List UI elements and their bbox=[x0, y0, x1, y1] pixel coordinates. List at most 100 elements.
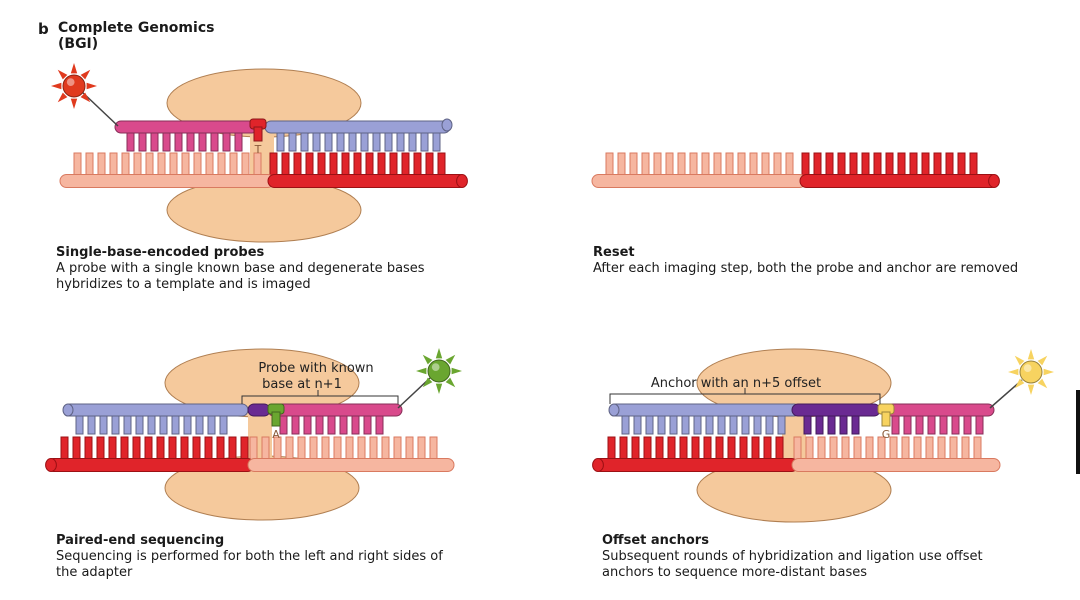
fluor-ray bbox=[422, 377, 433, 388]
template-base bbox=[813, 152, 822, 178]
bracket-label: Anchor with an n+5 offset bbox=[651, 376, 821, 391]
template-base bbox=[425, 152, 434, 178]
fluorophore-red bbox=[51, 63, 97, 109]
template-base bbox=[132, 436, 141, 462]
template-base bbox=[401, 152, 410, 178]
template-base bbox=[773, 152, 782, 178]
strand-end-cap bbox=[62, 403, 74, 417]
template-base bbox=[913, 436, 922, 462]
template-base bbox=[617, 152, 626, 178]
fluorophore-sphere bbox=[1019, 360, 1043, 384]
template-base bbox=[655, 436, 664, 462]
template-base bbox=[793, 436, 802, 462]
fluor-ray bbox=[80, 92, 91, 103]
panel-single-base: T bbox=[51, 63, 468, 243]
fluor-ray bbox=[451, 367, 462, 375]
strand-end-cap bbox=[988, 174, 1000, 188]
template-base bbox=[873, 152, 882, 178]
template-base bbox=[157, 152, 166, 178]
fluor-ray bbox=[70, 98, 78, 109]
template-base bbox=[949, 436, 958, 462]
caption-line: After each imaging step, both the probe … bbox=[593, 261, 1019, 276]
known-base-label: G bbox=[882, 428, 891, 441]
template-base bbox=[369, 436, 378, 462]
panel-letter: b bbox=[38, 20, 49, 38]
template-base bbox=[73, 152, 82, 178]
template-strand-segment bbox=[46, 458, 255, 472]
template-base bbox=[801, 152, 810, 178]
known-base-stem bbox=[253, 126, 263, 142]
caption-single-base: Single-base-encoded probes A probe with … bbox=[56, 245, 425, 293]
fluor-highlight bbox=[66, 78, 75, 86]
template-base bbox=[253, 152, 262, 178]
caption-title: Paired-end sequencing bbox=[56, 533, 225, 548]
template-base bbox=[775, 436, 784, 462]
template-base bbox=[969, 152, 978, 178]
template-base bbox=[703, 436, 712, 462]
template-base bbox=[321, 436, 330, 462]
strand-end-cap bbox=[441, 118, 453, 132]
template-base bbox=[281, 152, 290, 178]
template-base bbox=[72, 436, 81, 462]
template-base bbox=[365, 152, 374, 178]
template-base bbox=[84, 436, 93, 462]
caption-title: Single-base-encoded probes bbox=[56, 245, 265, 260]
template-strand-segment bbox=[799, 174, 999, 188]
template-base bbox=[181, 152, 190, 178]
caption-reset: Reset After each imaging step, both the … bbox=[593, 245, 1018, 277]
template-strand-segment bbox=[59, 174, 275, 188]
template-base bbox=[945, 152, 954, 178]
bracket-label: Probe with known bbox=[258, 361, 373, 376]
fluor-ray bbox=[445, 377, 456, 388]
caption-line: anchors to sequence more-distant bases bbox=[602, 565, 868, 580]
template-base bbox=[605, 152, 614, 178]
figure-title-line1: Complete Genomics bbox=[58, 20, 215, 36]
fluor-ray bbox=[435, 383, 443, 394]
template-base bbox=[417, 436, 426, 462]
template-base bbox=[667, 436, 676, 462]
strand-end-cap bbox=[592, 458, 604, 472]
template-base bbox=[144, 436, 153, 462]
template-base bbox=[377, 152, 386, 178]
template-base bbox=[933, 152, 942, 178]
caption-offset: Offset anchors Subsequent rounds of hybr… bbox=[602, 533, 983, 581]
template-base bbox=[751, 436, 760, 462]
caption-title: Offset anchors bbox=[602, 533, 709, 548]
caption-line: A probe with a single known base and deg… bbox=[56, 261, 425, 276]
known-base-stem bbox=[881, 411, 891, 427]
template-base bbox=[849, 152, 858, 178]
template-base bbox=[405, 436, 414, 462]
template-base bbox=[249, 436, 258, 462]
template-base bbox=[841, 436, 850, 462]
fluor-ray bbox=[86, 82, 97, 90]
template-base bbox=[413, 152, 422, 178]
offset-anchor-strand bbox=[791, 403, 881, 417]
fluor-ray bbox=[1027, 349, 1035, 360]
template-strand-segment bbox=[247, 458, 455, 472]
template-base bbox=[193, 152, 202, 178]
template-base bbox=[677, 152, 686, 178]
template-base bbox=[957, 152, 966, 178]
template-base bbox=[889, 436, 898, 462]
template-base bbox=[691, 436, 700, 462]
fluorophore-sphere bbox=[427, 359, 451, 383]
template-base bbox=[85, 152, 94, 178]
fluor-ray bbox=[80, 69, 91, 80]
template-base bbox=[437, 152, 446, 178]
template-base bbox=[217, 152, 226, 178]
template-base bbox=[333, 436, 342, 462]
template-base bbox=[97, 152, 106, 178]
figure-title-line2: (BGI) bbox=[58, 36, 99, 52]
template-base bbox=[317, 152, 326, 178]
template-base bbox=[909, 152, 918, 178]
template-base bbox=[865, 436, 874, 462]
anchor-strand bbox=[63, 403, 249, 417]
template-base bbox=[381, 436, 390, 462]
probe-strand bbox=[267, 403, 403, 417]
strand-end-cap bbox=[456, 174, 468, 188]
fluor-linker bbox=[397, 377, 431, 409]
template-base bbox=[679, 436, 688, 462]
template-base bbox=[156, 436, 165, 462]
template-base bbox=[727, 436, 736, 462]
